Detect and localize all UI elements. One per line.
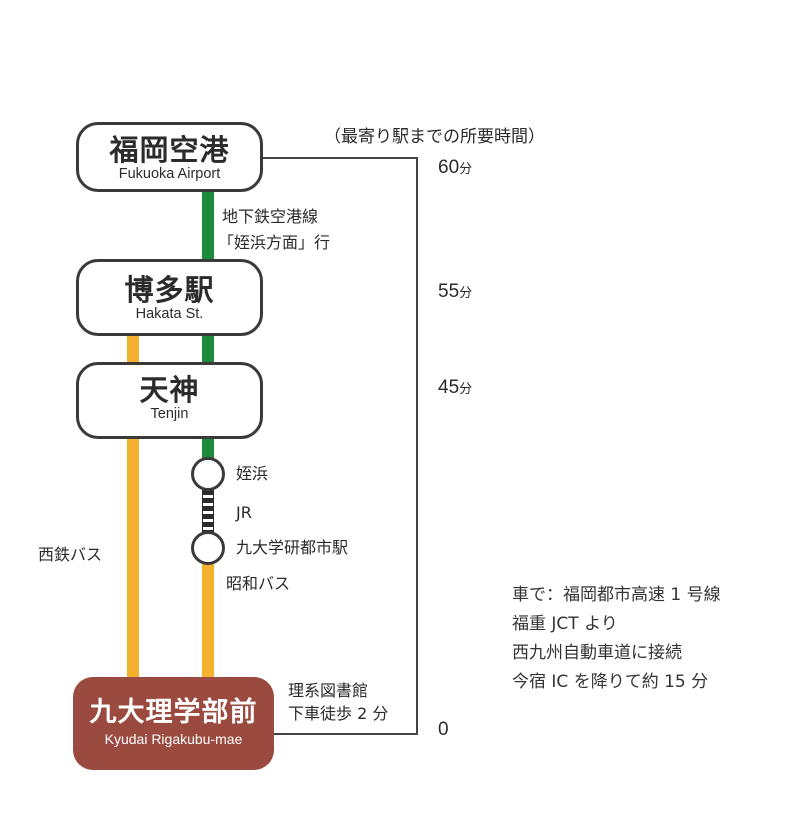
destination-name-jp: 九大理学部前 [89,697,258,728]
time-airport: 60分 [438,157,472,179]
station-kyudai-gakken-toshi-label: 九大学研都市駅 [236,538,349,557]
walk-label-line2: 下車徒歩 2 分 [288,704,389,723]
walk-label-line1: 理系図書館 [288,681,369,700]
nishitetsu-bus-line-segment-lower [127,437,139,679]
jr-line-segment [202,490,214,532]
destination-name-en: Kyudai Rigakubu-mae [104,731,243,747]
station-name-jp: 福岡空港 [109,133,230,167]
time-value: 45 [438,377,460,398]
nishitetsu-bus-line-segment-upper [127,334,139,364]
station-name-en: Fukuoka Airport [118,166,221,182]
station-name-jp: 博多駅 [124,273,215,307]
time-bracket-vertical [416,157,418,735]
subway-line-segment-hakata-tenjin [202,334,214,364]
station-name-jp: 天神 [139,373,200,407]
station-kyudai-gakken-toshi-marker [191,531,225,565]
nishitetsu-bus-label: 西鉄バス [38,545,103,564]
car-access-note: 車で：福岡都市高速 1 号線 福重 JCT より 西九州自動車道に接続 今宿 I… [512,581,721,697]
showa-bus-label: 昭和バス [226,574,291,593]
time-value: 60 [438,157,460,178]
time-header: （最寄り駅までの所要時間） [324,127,545,147]
station-name-en: Tenjin [150,406,189,422]
time-destination: 0 [438,719,449,741]
time-value: 0 [438,719,449,740]
time-bracket-bottom [274,733,418,735]
car-note-line: 西九州自動車道に接続 [512,643,682,663]
time-hakata: 55分 [438,281,472,303]
showa-bus-line-segment [202,563,214,679]
station-meinohama-marker [191,457,225,491]
destination-kyudai-rigakubu-mae[interactable]: 九大理学部前 Kyudai Rigakubu-mae [73,677,274,770]
station-fukuoka-airport[interactable]: 福岡空港 Fukuoka Airport [76,122,263,192]
subway-line-label: 地下鉄空港線 [222,207,319,226]
car-note-line: 車で：福岡都市高速 1 号線 [512,585,721,605]
station-tenjin[interactable]: 天神 Tenjin [76,362,263,439]
time-value: 55 [438,281,460,302]
subway-line-segment-airport-hakata [202,190,214,262]
station-hakata[interactable]: 博多駅 Hakata St. [76,259,263,336]
station-name-en: Hakata St. [135,306,204,322]
time-unit: 分 [459,286,473,301]
time-unit: 分 [459,382,473,397]
subway-direction-label: 「姪浜方面」行 [218,233,331,252]
car-note-line: 福重 JCT より [512,614,618,634]
time-unit: 分 [459,162,473,177]
station-meinohama-label: 姪浜 [236,464,269,483]
time-tenjin: 45分 [438,377,472,399]
time-bracket-top [262,157,418,159]
car-note-line: 今宿 IC を降りて約 15 分 [512,672,709,692]
jr-line-label: JR [236,503,252,522]
subway-line-segment-tenjin-meinohama [202,437,214,459]
